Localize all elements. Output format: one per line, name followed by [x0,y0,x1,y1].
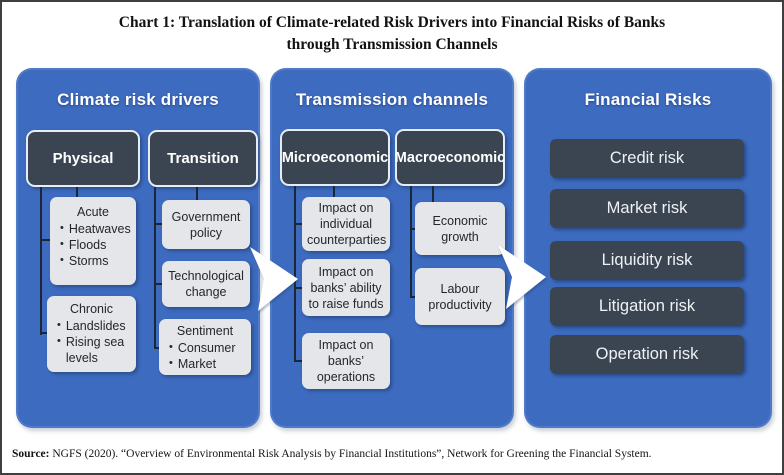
connector-line [196,187,198,200]
subheader-label: Microeconomic [281,149,389,166]
box-title: Sentiment [176,324,234,338]
bullet-icon: • [57,335,61,347]
connector-line [412,296,416,298]
risk-operation: Operation risk [550,335,744,374]
box-government-policy: Government policy [162,200,250,249]
box-impact-banks-ability-raise-funds: Impact on banks’ ability to raise funds [302,259,390,316]
bullet-item: • Consumer [164,340,246,356]
connector-line [333,186,335,197]
connector-line [42,332,48,334]
risk-label: Litigation risk [598,297,696,315]
box-title: Impact on banks’ operations [316,338,376,384]
bullet-icon: • [60,238,64,250]
box-impact-banks-operations: Impact on banks’ operations [302,333,390,389]
box-chronic: Chronic • Landslides • Rising sea levels [47,296,136,372]
figure-title-line1: Chart 1: Translation of Climate-related … [118,14,666,31]
risk-label: Liquidity risk [601,251,693,269]
bullet-item: • Floods [55,237,131,253]
risk-credit: Credit risk [550,139,744,178]
box-title: Economic growth [432,213,488,244]
risk-label: Operation risk [595,345,699,363]
flow-arrow-icon [250,247,298,311]
box-title: Technological change [168,269,244,299]
figure-title-line2: through Transmission Channels [286,36,498,54]
subheader-label: Transition [167,150,239,167]
connector-line [76,187,78,198]
bullet-icon: • [57,319,61,331]
connector-line [296,360,302,362]
panel-header: Transmission channels [295,90,489,109]
bullet-item: • Market [164,356,246,372]
bullet-text: Floods [68,238,107,252]
risk-litigation: Litigation risk [550,287,744,326]
risk-market: Market risk [550,189,744,228]
bullet-text: Storms [68,254,109,268]
bullet-icon: • [169,357,173,369]
connector-line [156,347,160,349]
box-impact-individual-counterparties: Impact on individual counterparties [302,197,390,251]
box-technological-change: Technological change [162,261,250,307]
bullet-text: Market [177,357,217,371]
connector-line [296,223,302,225]
bullet-text: Rising sea levels [65,335,125,365]
box-acute: Acute • Heatwaves • Floods • Storms [50,197,136,285]
subheader-macroeconomic: Macroeconomic [395,129,505,186]
box-title: Acute [77,205,109,219]
flow-arrow-icon [498,245,546,309]
risk-liquidity: Liquidity risk [550,241,744,280]
source-text: NGFS (2020). “Overview of Environmental … [49,448,652,460]
panel-financial-risks: Financial Risks Credit risk Market risk … [524,68,772,428]
connector-line [432,186,434,202]
connector-line [294,186,296,362]
source-label: Source: [12,448,50,460]
bullet-item: • Heatwaves [55,221,131,237]
subheader-physical: Physical [26,130,140,187]
connector-line [296,287,302,289]
box-title: Impact on banks’ ability to raise funds [308,264,384,311]
risk-label: Market risk [606,199,688,217]
subheader-label: Physical [52,150,114,167]
connector-line [42,239,50,241]
figure-title: Chart 1: Translation of Climate-related … [2,12,782,57]
bullet-icon: • [60,254,64,266]
connector-line [156,223,162,225]
subheader-transition: Transition [148,130,258,187]
connector-line [410,186,412,298]
bullet-text: Landslides [65,319,126,333]
box-title: Government policy [171,209,241,240]
box-title: Impact on individual counterparties [307,201,387,247]
connector-line [412,228,416,230]
connector-line [154,187,156,349]
bullet-item: • Storms [55,253,131,269]
panel-climate-risk-drivers: Climate risk drivers Physical Transition… [16,68,260,428]
subheader-microeconomic: Microeconomic [280,129,390,186]
source-note: Source: NGFS (2020). “Overview of Enviro… [12,448,772,460]
box-labour-productivity: Labour productivity [415,268,505,325]
box-economic-growth: Economic growth [415,202,505,255]
connector-line [156,283,162,285]
box-title: Chronic [69,302,114,316]
box-sentiment: Sentiment • Consumer • Market [159,319,251,375]
bullet-icon: • [169,341,173,353]
connector-line [40,187,42,335]
bullet-text: Consumer [177,341,236,355]
bullet-item: • Landslides [52,318,131,334]
panel-transmission-channels: Transmission channels Microeconomic Macr… [270,68,514,428]
subheader-label: Macroeconomic [394,149,506,166]
box-title: Labour productivity [428,281,492,312]
bullet-text: Heatwaves [68,222,131,236]
panel-header: Financial Risks [584,90,712,109]
bullet-item: • Rising sea levels [52,334,131,366]
risk-label: Credit risk [609,149,685,167]
bullet-icon: • [60,222,64,234]
panel-header: Climate risk drivers [57,90,219,109]
